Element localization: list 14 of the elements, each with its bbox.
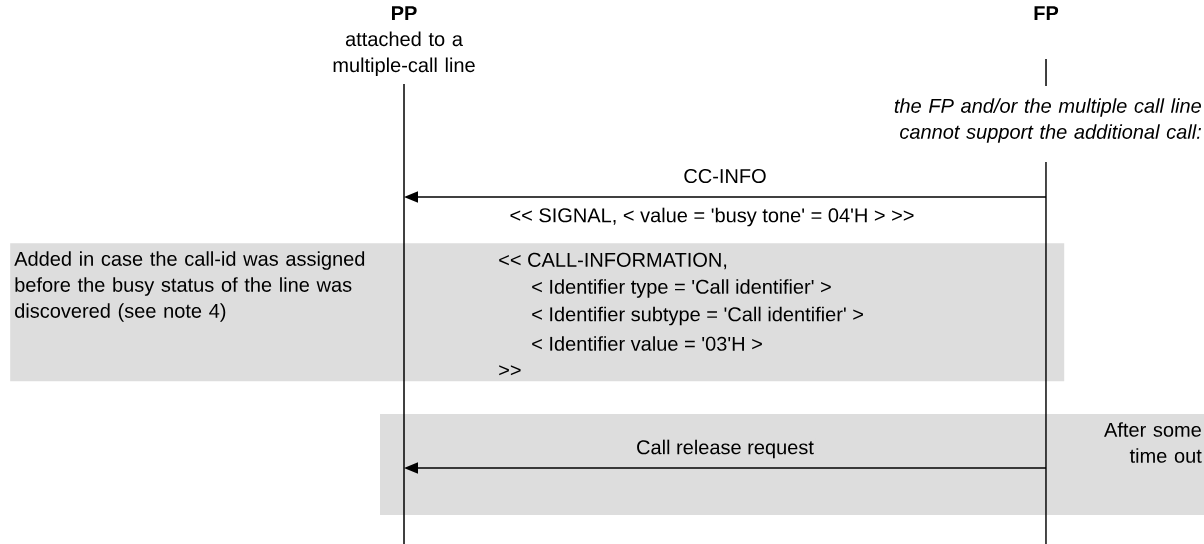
- message-parameter: << SIGNAL, < value = 'busy tone' = 04'H > >>: [510, 207, 914, 227]
- message-parameter: < Identifier subtype = 'Call identifier' >: [532, 306, 863, 326]
- participant-label: PP attached to a multiple-call line: [333, 6, 475, 77]
- edge-label: CC-INFO: [681, 166, 769, 186]
- participant-label: FP: [1034, 6, 1059, 20]
- note-text: the FP and/or the multiple call line cannot support the additional call:: [894, 98, 1201, 143]
- message-parameter: >>: [499, 365, 521, 376]
- edge-label: Call release request: [634, 437, 816, 461]
- message-parameter: << CALL-INFORMATION,: [499, 252, 727, 270]
- message-parameter: < Identifier value = '03'H >: [532, 336, 762, 351]
- note-text: After some time out: [1104, 422, 1202, 463]
- message-parameter: < Identifier type = 'Call identifier' >: [532, 279, 831, 298]
- note-text: Added in case the call-id was assigned before the busy status of the line was discovered (see note 4): [14, 251, 365, 322]
- shaded-band: [10, 243, 1065, 382]
